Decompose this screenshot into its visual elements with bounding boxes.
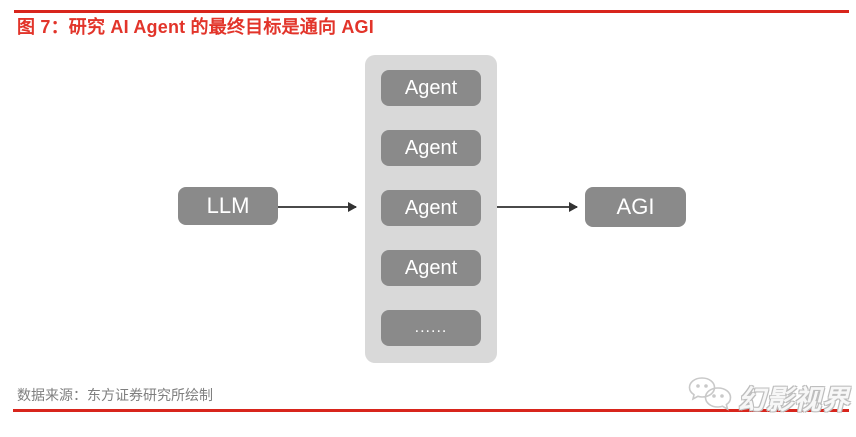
- agent-node-ellipsis: ......: [381, 310, 481, 346]
- agent-node: Agent: [381, 70, 481, 106]
- agent-node: Agent: [381, 190, 481, 226]
- agent-node: Agent: [381, 250, 481, 286]
- llm-node: LLM: [178, 187, 278, 225]
- arrowhead-icon: [348, 202, 357, 212]
- arrowhead-icon: [569, 202, 578, 212]
- agent-group-container: Agent Agent Agent Agent ......: [365, 55, 497, 363]
- figure-title: 图 7：研究 AI Agent 的最终目标是通向 AGI: [17, 17, 374, 37]
- watermark: 幻影视界: [688, 376, 850, 419]
- arrow-llm-to-agents: [278, 202, 357, 212]
- agent-node: Agent: [381, 130, 481, 166]
- bottom-divider: [13, 409, 849, 412]
- top-divider: [14, 10, 849, 13]
- data-source-caption: 数据来源：东方证券研究所绘制: [17, 387, 213, 403]
- arrow-agents-to-agi: [497, 202, 578, 212]
- chat-bubbles-icon: [688, 376, 734, 419]
- agi-node: AGI: [585, 187, 686, 227]
